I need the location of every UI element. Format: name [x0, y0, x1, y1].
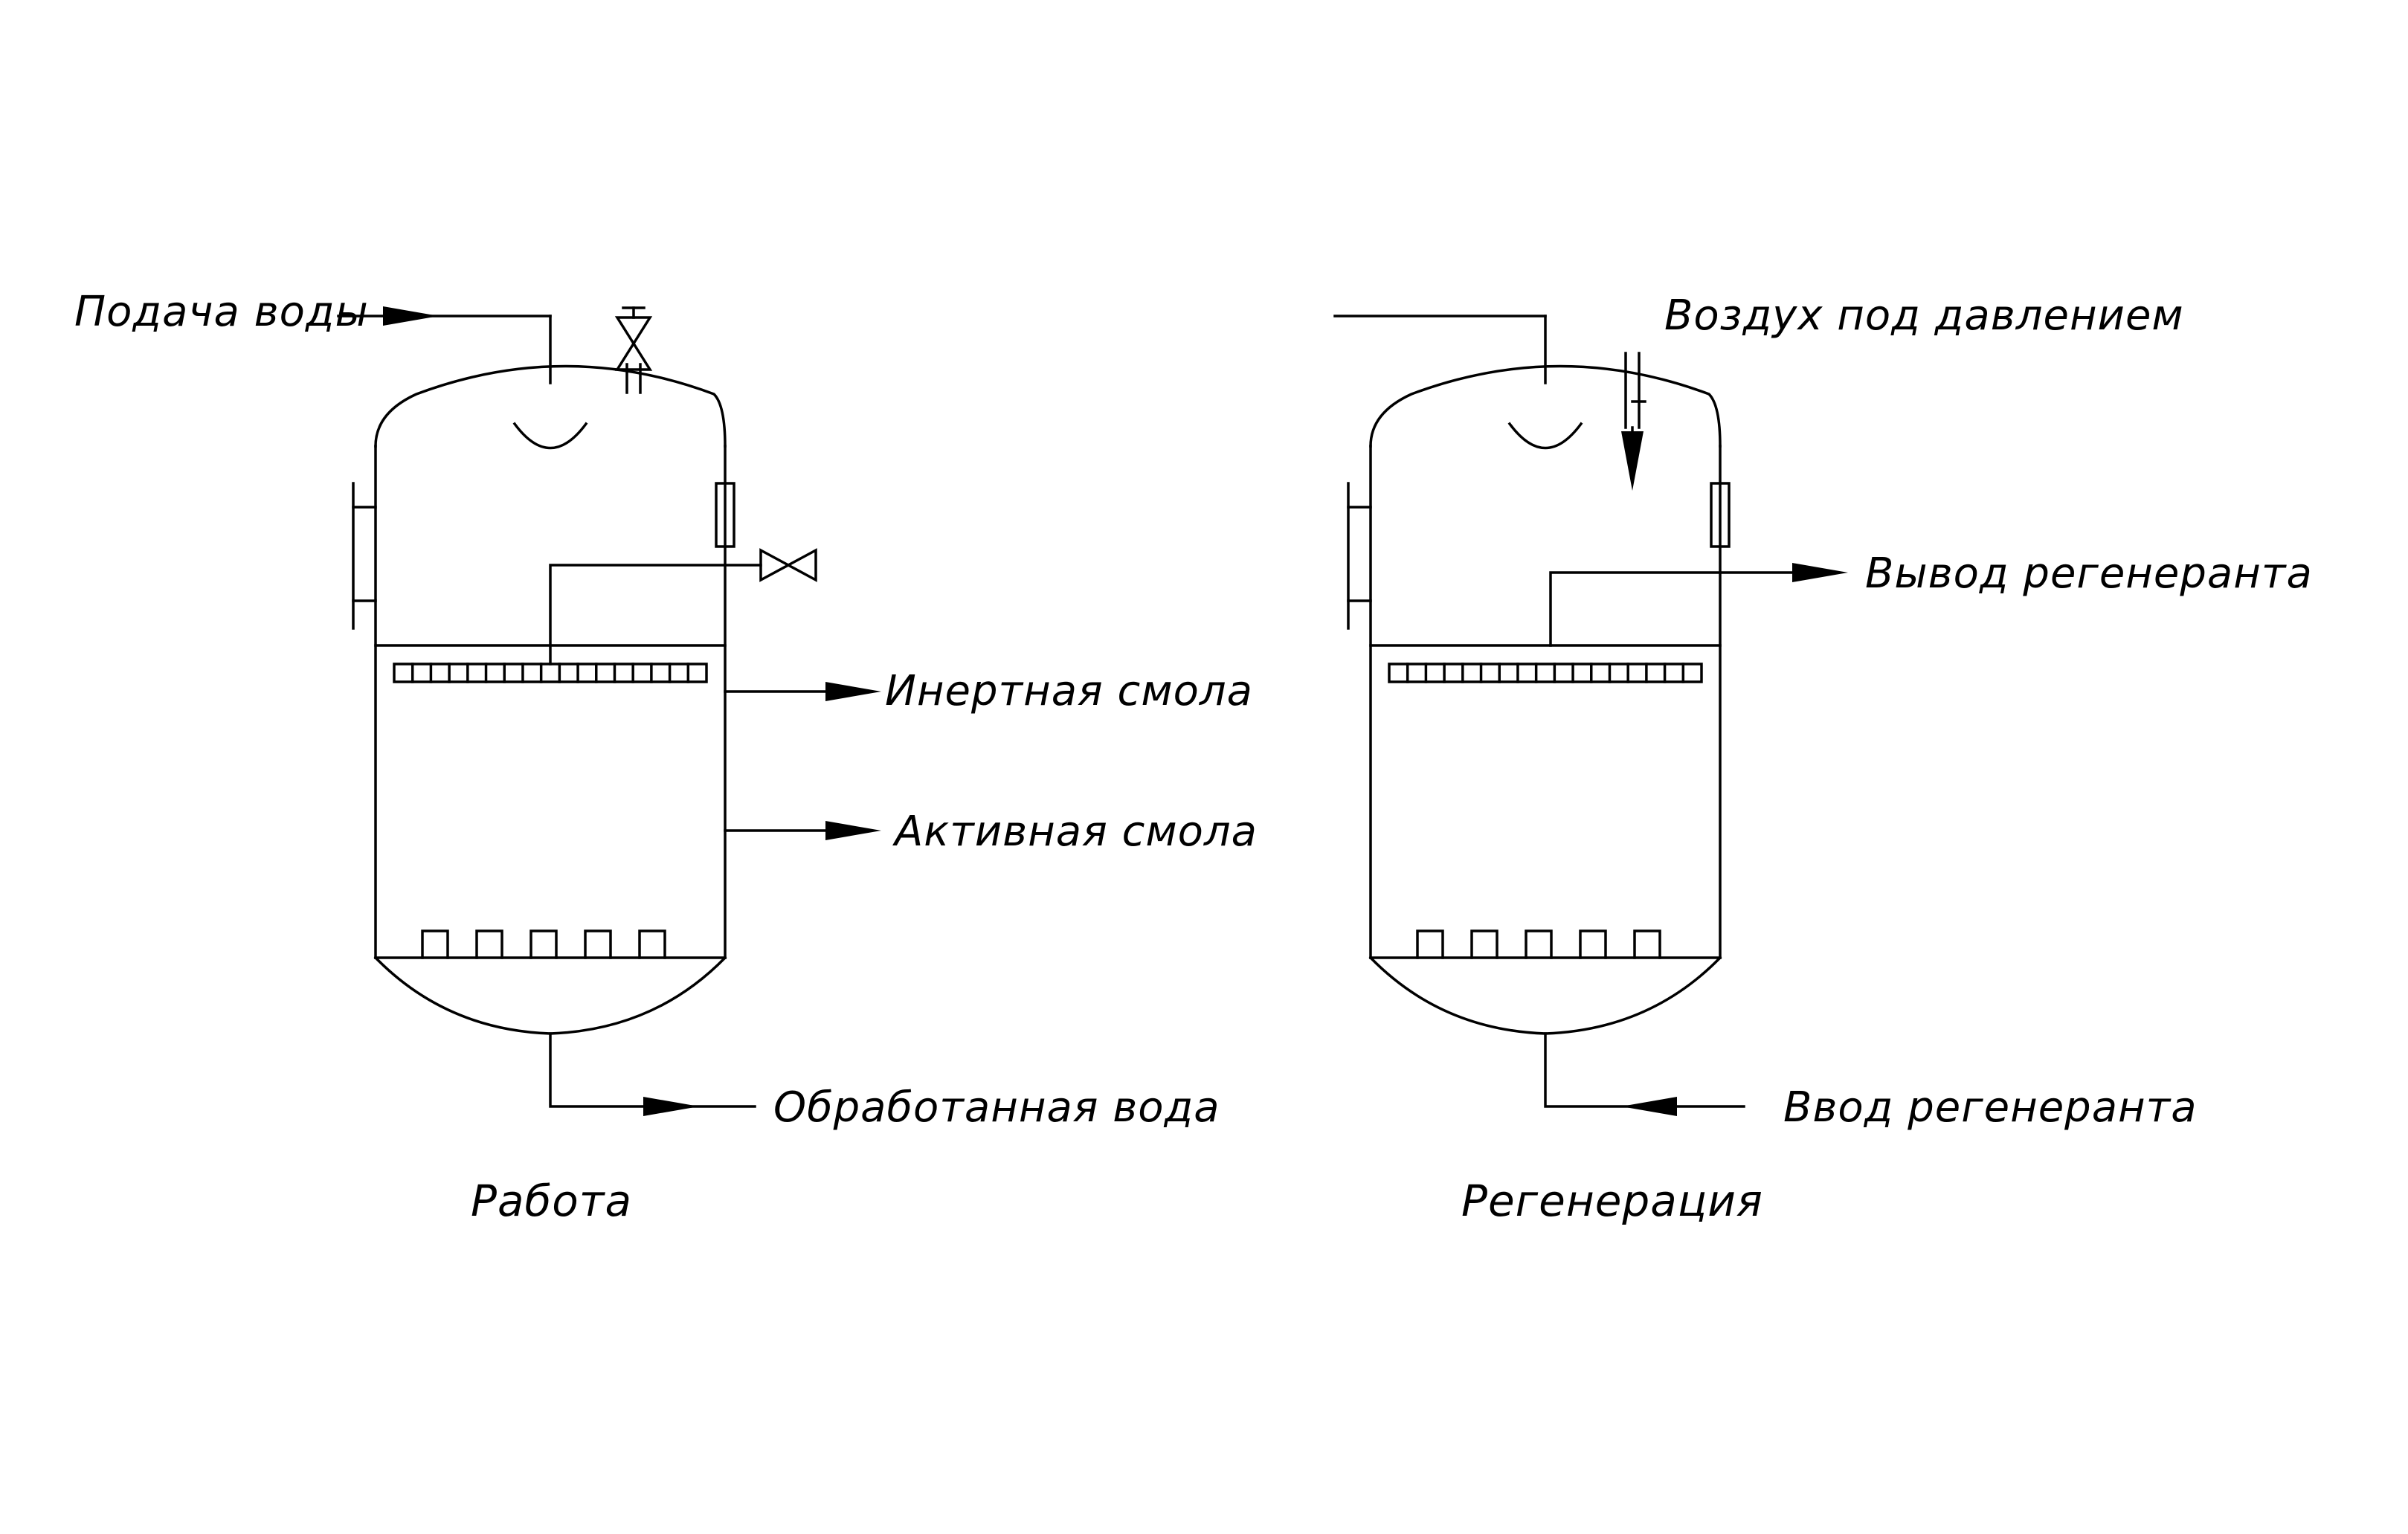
- vessel-work-riser: [549, 564, 762, 666]
- vessel-regen-bottom-nozzles: [1416, 929, 1661, 959]
- vessel-work-top-head: [374, 364, 727, 448]
- vessel-regen-top-head: [1369, 364, 1722, 448]
- regen-inlet-arrow: [1621, 1097, 1677, 1116]
- bottom-nozzle: [1416, 929, 1444, 959]
- regen-outlet-line: [1549, 571, 1823, 647]
- regen-outlet-arrow: [1792, 563, 1848, 582]
- label-inert-resin: Инертная смола: [885, 667, 1253, 715]
- label-active-resin: Активная смола: [892, 808, 1258, 856]
- label-regenerant-inlet: Ввод регенеранта: [1783, 1083, 2198, 1132]
- vessel-work: [337, 306, 881, 1116]
- vessel-work-distributor-nozzles: [411, 663, 690, 683]
- label-treated-water: Обработанная вода: [773, 1083, 1220, 1132]
- vessel-regen-top-distributor: [1388, 663, 1703, 683]
- vessel-regen-bottom-head: [1368, 955, 1722, 1035]
- label-caption-regeneration: Регенерация: [1461, 1176, 1763, 1226]
- bottom-nozzle: [1470, 929, 1498, 959]
- label-water-inlet: Подача воды: [74, 288, 369, 336]
- vessel-work-top-distributor: [393, 663, 708, 683]
- bottom-nozzle: [529, 929, 558, 959]
- vessel-work-bottom-head: [373, 955, 727, 1035]
- label-caption-work: Работа: [471, 1176, 632, 1226]
- bottom-nozzle: [1525, 929, 1553, 959]
- regen-inlet-line: [1544, 1032, 1745, 1108]
- outlet-arrow: [643, 1097, 699, 1116]
- active-arrow: [825, 821, 881, 840]
- vessel-regen: [1333, 315, 1848, 1116]
- vent-valve: [614, 306, 653, 394]
- bottom-nozzle: [475, 929, 503, 959]
- side-valve: [759, 548, 817, 582]
- inert-arrow: [825, 682, 881, 701]
- bottom-nozzle: [1633, 929, 1661, 959]
- bottom-nozzle: [1579, 929, 1607, 959]
- label-regenerant-outlet: Вывод регенеранта: [1865, 550, 2313, 598]
- outlet-line: [549, 1032, 756, 1108]
- vessel-regen-inlet-bowl: [1507, 422, 1583, 450]
- inlet-arrow: [383, 306, 439, 326]
- bottom-nozzle: [584, 929, 612, 959]
- vessel-work-sight-glass: [715, 482, 735, 548]
- vessel-work-inlet-bowl: [512, 422, 588, 450]
- vessel-work-bottom-nozzles: [421, 929, 666, 959]
- vessel-regen-sight-glass: [1710, 482, 1731, 548]
- label-compressed-air: Воздух под давлением: [1664, 291, 2184, 340]
- vessel-regen-distributor-nozzles: [1406, 663, 1685, 683]
- air-inlet: [1621, 352, 1646, 491]
- bottom-nozzle: [638, 929, 666, 959]
- bottom-nozzle: [421, 929, 449, 959]
